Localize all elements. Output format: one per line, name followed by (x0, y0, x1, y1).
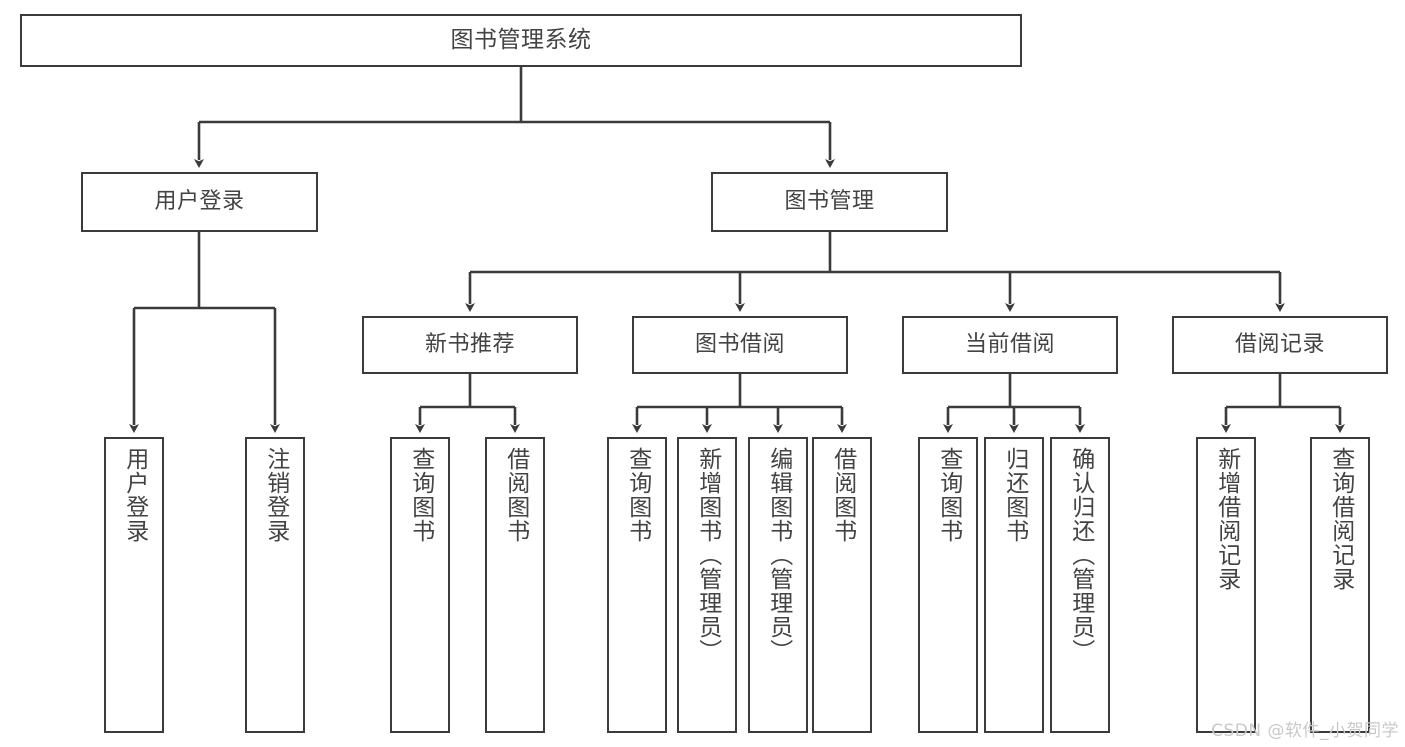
node-leaf-add-record[interactable]: 新增借阅记录 (1196, 437, 1256, 733)
node-leaf-edit-book[interactable]: 编辑图书（管理员） (748, 437, 808, 733)
node-leaf-label: 注销登录 (262, 447, 289, 543)
node-leaf-label: 新增借阅记录 (1213, 447, 1240, 591)
node-leaf-label: 查询图书 (407, 447, 434, 543)
node-leaf-label: 确认归还（管理员） (1067, 447, 1094, 663)
node-new-book-recommend[interactable]: 新书推荐 (362, 316, 578, 374)
node-leaf-query-book-3[interactable]: 查询图书 (918, 437, 978, 733)
node-leaf-label: 查询借阅记录 (1327, 447, 1354, 591)
node-leaf-query-book-2[interactable]: 查询图书 (607, 437, 667, 733)
node-leaf-label: 归还图书 (1001, 447, 1028, 543)
node-leaf-query-book-1[interactable]: 查询图书 (390, 437, 450, 733)
node-book-borrow-label: 图书借阅 (694, 332, 785, 358)
node-borrow-record[interactable]: 借阅记录 (1172, 316, 1388, 374)
node-leaf-logout-login[interactable]: 注销登录 (245, 437, 305, 733)
node-leaf-label: 编辑图书（管理员） (765, 447, 792, 663)
node-book-borrow[interactable]: 图书借阅 (632, 316, 848, 374)
node-root[interactable]: 图书管理系统 (20, 14, 1022, 67)
node-leaf-add-book[interactable]: 新增图书（管理员） (677, 437, 737, 733)
node-leaf-label: 借阅图书 (829, 447, 856, 543)
node-new-book-recommend-label: 新书推荐 (424, 332, 515, 358)
node-leaf-borrow-book-2[interactable]: 借阅图书 (812, 437, 872, 733)
node-book-manage-label: 图书管理 (784, 189, 875, 215)
node-leaf-borrow-book-1[interactable]: 借阅图书 (485, 437, 545, 733)
node-leaf-confirm-return[interactable]: 确认归还（管理员） (1050, 437, 1110, 733)
node-leaf-label: 查询图书 (624, 447, 651, 543)
node-borrow-record-label: 借阅记录 (1234, 332, 1325, 358)
node-user-login-label: 用户登录 (154, 189, 245, 215)
node-leaf-return-book[interactable]: 归还图书 (984, 437, 1044, 733)
csdn-watermark: CSDN @软件_小贺同学 (1211, 721, 1399, 741)
node-leaf-query-record[interactable]: 查询借阅记录 (1310, 437, 1370, 733)
node-leaf-label: 借阅图书 (502, 447, 529, 543)
node-current-borrow-label: 当前借阅 (964, 332, 1055, 358)
node-leaf-label: 新增图书（管理员） (694, 447, 721, 663)
node-leaf-label: 查询图书 (935, 447, 962, 543)
node-leaf-user-login[interactable]: 用户登录 (104, 437, 164, 733)
node-root-label: 图书管理系统 (450, 27, 592, 54)
node-current-borrow[interactable]: 当前借阅 (902, 316, 1118, 374)
node-user-login[interactable]: 用户登录 (81, 172, 318, 232)
node-leaf-label: 用户登录 (121, 447, 148, 543)
node-book-manage[interactable]: 图书管理 (711, 172, 948, 232)
